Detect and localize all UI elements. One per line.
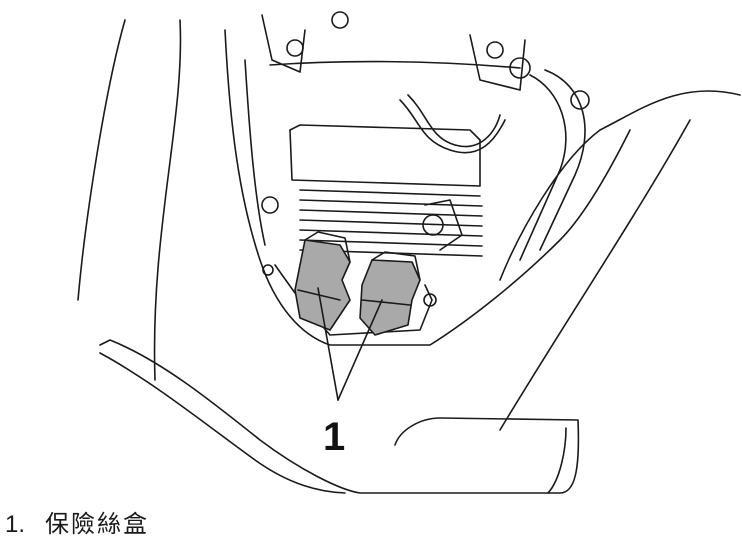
frame-bolt-2	[331, 11, 349, 29]
right-panel-edge	[499, 119, 691, 431]
frame-bolt-4	[509, 57, 531, 79]
right-outer-panel	[499, 90, 741, 281]
bottom-shroud-inner	[99, 352, 346, 494]
leader-line-right	[337, 299, 383, 401]
ecu-fin-1	[299, 189, 481, 197]
bottom-shroud-lip	[547, 427, 567, 494]
figure-caption: 1. 保險絲盒	[5, 506, 149, 542]
ecu-top	[289, 124, 481, 141]
bottom-shroud-outer	[99, 339, 580, 494]
left-inner-panel	[153, 19, 182, 381]
rear-rail-2	[539, 69, 586, 251]
rear-rail-1	[519, 74, 567, 261]
mount-bolt-left	[262, 264, 274, 276]
fuse-box-right	[359, 251, 421, 336]
ecu-mount-bracket	[424, 199, 463, 251]
leader-line-left	[317, 287, 339, 401]
caption-text: 保險絲盒	[45, 510, 150, 538]
frame-bolt-5	[261, 196, 279, 214]
fuse-box-left-lid	[304, 231, 351, 263]
fuse-box-left-body	[294, 239, 351, 331]
upper-frame-bar	[269, 60, 521, 69]
frame-bolt-1	[286, 39, 304, 57]
frame-bolt-7	[570, 90, 590, 110]
ecu-fin-5	[299, 229, 483, 237]
left-outer-panel	[77, 19, 126, 301]
wiring-harness-1	[399, 99, 506, 154]
caption-number: 1.	[5, 511, 26, 538]
ecu-fin-6	[299, 239, 483, 247]
side-frame-rail	[244, 59, 266, 246]
mount-bolt-right	[423, 293, 437, 307]
frame-opening	[224, 29, 631, 346]
fuse-box-right-ridge	[361, 299, 411, 306]
ecu-fin-3	[299, 209, 483, 217]
motorcycle-fuse-box-illustration: 1	[77, 11, 741, 494]
frame-bolt-3	[486, 41, 504, 59]
wiring-harness-2	[407, 94, 501, 148]
callout-number: 1	[323, 415, 345, 459]
ecu-fin-4	[299, 219, 483, 227]
fuse-box-right-body	[359, 259, 421, 336]
ecu-front	[289, 129, 481, 187]
upper-frame-right	[469, 34, 526, 91]
fuse-box-right-lid	[371, 251, 421, 281]
ecu-fin-2	[299, 199, 483, 207]
